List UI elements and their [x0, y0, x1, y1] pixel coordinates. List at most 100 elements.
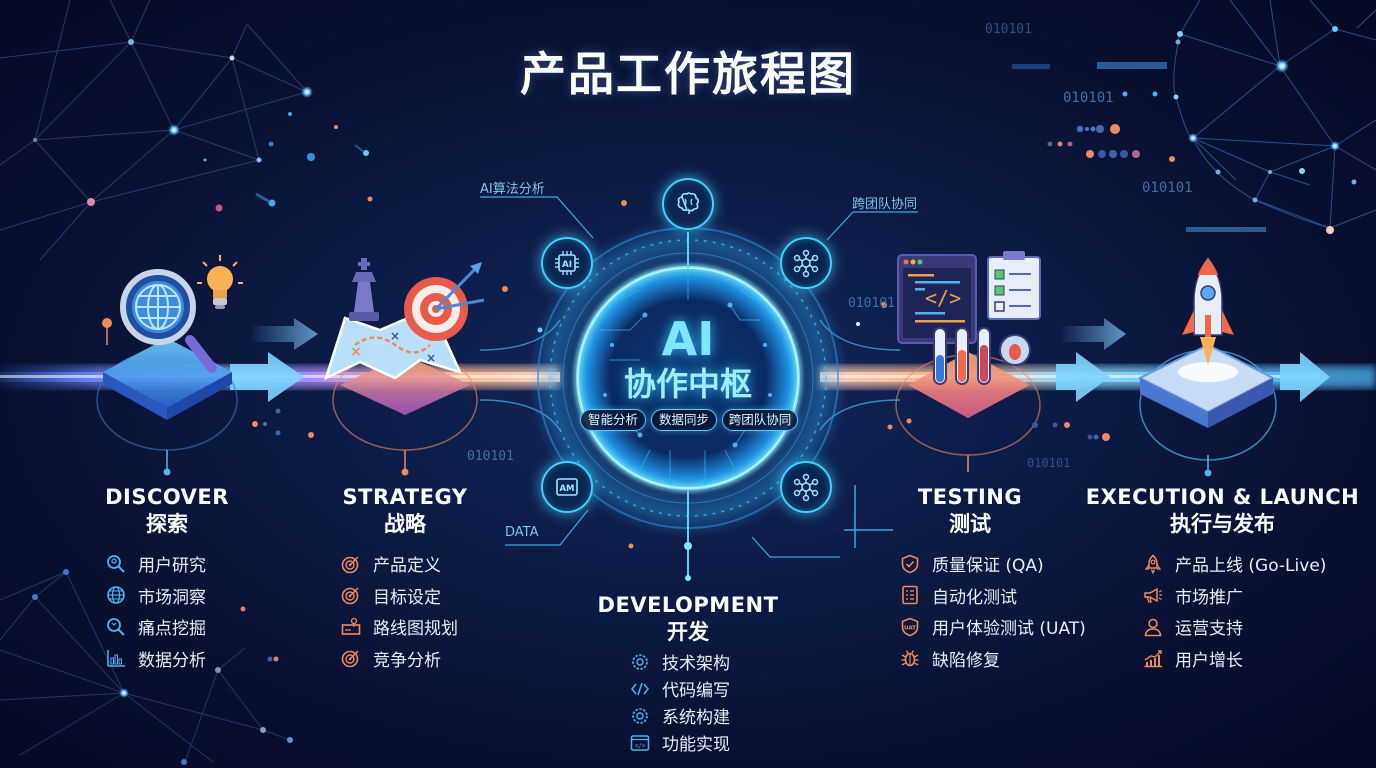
svg-text:×: ×	[350, 344, 362, 360]
rocket-icon	[1143, 554, 1163, 574]
callout-cross-team: 跨团队协同	[852, 197, 918, 212]
hub-node-brain[interactable]	[662, 178, 714, 230]
brain-icon	[677, 192, 700, 214]
list-item[interactable]: 运营支持	[1143, 611, 1326, 643]
item-label: 用户增长	[1175, 650, 1243, 671]
svg-text:×: ×	[426, 351, 436, 365]
item-label: 目标设定	[373, 587, 441, 608]
gear-icon	[630, 706, 650, 726]
stage-testing-en: TESTING	[917, 485, 1023, 509]
list-item[interactable]: UAT 用户体验测试 (UAT)	[900, 611, 1086, 643]
hub-node-ai-chip[interactable]: AI	[541, 237, 593, 289]
ai-hub-graphic	[479, 196, 918, 581]
svg-text:×: ×	[390, 329, 400, 343]
stage-launch-zh: 执行与发布	[1170, 512, 1275, 536]
code-icon	[630, 679, 650, 699]
item-label: 数据分析	[138, 650, 206, 671]
target-icon	[341, 648, 361, 668]
item-label: 系统构建	[662, 708, 730, 728]
list-item[interactable]: 竞争分析	[341, 643, 458, 675]
binary-label: 010101	[467, 449, 514, 464]
list-item[interactable]: 技术架构	[630, 648, 730, 675]
growth-chart-icon	[1143, 648, 1163, 668]
stage-launch-title: EXECUTION & LAUNCH 执行与发布	[1080, 484, 1365, 538]
hub-pill-data-sync[interactable]: 数据同步	[651, 409, 717, 431]
clipboard-checklist-icon	[987, 251, 1041, 320]
item-label: 用户研究	[138, 556, 206, 577]
list-item[interactable]: 代码编写	[630, 675, 730, 702]
test-tubes-icon	[933, 327, 991, 385]
svg-text:AI: AI	[562, 260, 572, 270]
item-label: 竞争分析	[373, 650, 441, 671]
stage-development-zh: 开发	[667, 620, 709, 644]
binary-label: 010101	[1063, 90, 1114, 106]
hub-node-am-chip[interactable]: AM	[541, 461, 593, 513]
item-label: 自动化测试	[932, 587, 1017, 608]
gear-icon	[630, 652, 650, 672]
item-label: 功能实现	[662, 735, 730, 755]
stage-discover-en: DISCOVER	[105, 485, 229, 509]
hub-pill-cross-team[interactable]: 跨团队协同	[722, 409, 798, 431]
am-chip-icon: AM	[556, 478, 578, 496]
item-label: 路线图规划	[373, 619, 458, 640]
binary-label: 010101	[985, 22, 1032, 37]
svg-text:UAT: UAT	[904, 625, 916, 631]
svg-text:</>: </>	[925, 286, 961, 310]
bar-chart-icon	[106, 648, 126, 668]
list-item[interactable]: 痛点挖掘	[106, 611, 206, 643]
list-item[interactable]: 目标设定	[341, 580, 458, 612]
item-label: 技术架构	[662, 654, 730, 674]
stage-development-list: 技术架构 代码编写 系统构建 </> 功能实现	[630, 648, 730, 756]
svg-text:AM: AM	[559, 484, 574, 494]
list-item[interactable]: 产品上线 (Go-Live)	[1143, 548, 1326, 580]
list-item[interactable]: 用户研究	[106, 548, 206, 580]
shield-check-icon	[900, 554, 920, 574]
list-item[interactable]: 系统构建	[630, 702, 730, 729]
shield-uat-icon: UAT	[900, 617, 920, 637]
binary-label: 010101	[1142, 180, 1193, 196]
list-item[interactable]: 市场推广	[1143, 580, 1326, 612]
list-item[interactable]: 质量保证 (QA)	[900, 548, 1086, 580]
pain-search-icon	[106, 617, 126, 637]
stage-development-en: DEVELOPMENT	[597, 593, 779, 617]
item-label: 产品定义	[373, 556, 441, 577]
stage-launch-en: EXECUTION & LAUNCH	[1085, 485, 1360, 509]
hub-pill-smart-analysis[interactable]: 智能分析	[580, 409, 646, 431]
code-window-icon: </>	[897, 254, 977, 344]
roadmap-icon	[341, 617, 361, 637]
code-window-icon: </>	[630, 733, 650, 753]
stage-discover-list: 用户研究 市场洞察 痛点挖掘 数据分析	[106, 548, 206, 674]
target-icon	[341, 585, 361, 605]
item-label: 用户体验测试 (UAT)	[932, 619, 1086, 640]
list-item[interactable]: 用户增长	[1143, 643, 1326, 675]
list-item[interactable]: 自动化测试	[900, 580, 1086, 612]
stage-discover-title: DISCOVER 探索	[77, 484, 257, 538]
page-title: 产品工作旅程图	[520, 47, 856, 101]
list-item[interactable]: 市场洞察	[106, 580, 206, 612]
list-item[interactable]: 缺陷修复	[900, 643, 1086, 675]
list-item[interactable]: 产品定义	[341, 548, 458, 580]
stage-testing-title: TESTING 测试	[880, 484, 1060, 538]
network-icon	[793, 249, 819, 278]
target-icon	[404, 262, 485, 341]
item-label: 代码编写	[662, 681, 730, 701]
stage-strategy-list: 产品定义 目标设定 路线图规划 竞争分析	[341, 548, 458, 674]
hub-node-network-bottom[interactable]	[780, 461, 832, 513]
list-item[interactable]: 路线图规划	[341, 611, 458, 643]
magnifier-globe-icon	[120, 269, 217, 373]
bug-icon	[900, 648, 920, 668]
chess-king-icon	[349, 258, 379, 321]
hub-node-network-top[interactable]	[780, 237, 832, 289]
stage-testing-zh: 测试	[949, 512, 991, 536]
list-item[interactable]: </> 功能实现	[630, 729, 730, 756]
checklist-icon	[900, 585, 920, 605]
stage-strategy-en: STRATEGY	[342, 485, 468, 509]
user-icon	[1143, 617, 1163, 637]
megaphone-icon	[1143, 585, 1163, 605]
item-label: 市场洞察	[138, 587, 206, 608]
item-label: 痛点挖掘	[138, 619, 206, 640]
list-item[interactable]: 数据分析	[106, 643, 206, 675]
stage-development-title: DEVELOPMENT 开发	[578, 592, 798, 646]
stage-strategy-zh: 战略	[384, 512, 426, 536]
